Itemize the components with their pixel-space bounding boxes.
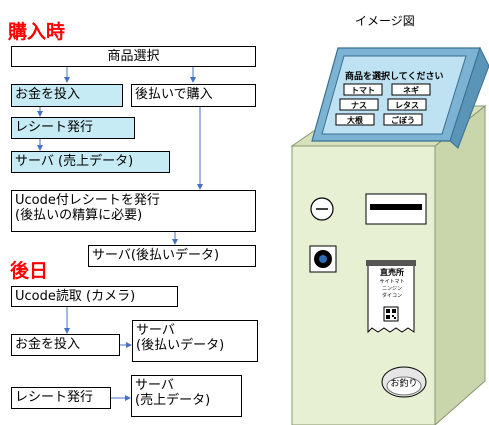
ucode-receipt-line1: Ucode付レシートを発行 xyxy=(15,193,160,208)
pay-cash-box: お金を投入 xyxy=(11,84,123,107)
later-server-sales-line2: (売上データ) xyxy=(135,393,211,408)
ucode-receipt-line2: (後払いの精算に必要) xyxy=(15,208,143,223)
item-button-0 xyxy=(343,83,383,96)
pay-later-box: 後払いで購入 xyxy=(131,84,256,107)
server-sales-box: サーバ (売上データ) xyxy=(11,151,170,173)
item-label-4[interactable]: 大根 xyxy=(347,116,363,125)
later-server-deferred-box: サーバ (後払いデータ) xyxy=(132,320,258,362)
item-button-2 xyxy=(339,98,379,111)
machine-caption: イメージ図 xyxy=(355,14,415,28)
receipt-title: 直売所 xyxy=(380,268,404,277)
receipt-line-1: ニンジン xyxy=(381,286,402,292)
receipt-box: レシート発行 xyxy=(11,117,135,139)
change-button-label[interactable]: お釣り xyxy=(390,379,418,389)
qr-code-icon xyxy=(383,306,399,322)
item-button-3 xyxy=(387,98,427,111)
ucode-read-box: Ucode読取 (カメラ) xyxy=(11,286,178,307)
item-label-0[interactable]: トマト xyxy=(351,86,375,95)
item-label-2[interactable]: ナス xyxy=(351,101,367,110)
display-side xyxy=(449,46,489,149)
receipt-lines: サイトマト ニンジン ダイコン xyxy=(372,279,412,300)
later-receipt-box: レシート発行 xyxy=(11,387,111,409)
later-server-sales-box: サーバ (売上データ) xyxy=(131,375,242,417)
later-heading: 後日 xyxy=(10,260,49,282)
item-label-1[interactable]: ネギ xyxy=(403,86,419,95)
vending-machine-illustration xyxy=(290,46,489,425)
receipt-line-0: サイトマト xyxy=(379,279,405,285)
product-select-box: 商品選択 xyxy=(11,46,256,67)
item-label-5[interactable]: ごぼう xyxy=(391,116,415,125)
item-buttons xyxy=(335,83,431,126)
item-button-1 xyxy=(391,83,431,96)
item-button-4 xyxy=(335,113,375,126)
ucode-receipt-box: Ucode付レシートを発行 (後払いの精算に必要) xyxy=(11,190,256,232)
receipt-paper xyxy=(367,263,415,334)
item-label-3[interactable]: レタス xyxy=(395,101,419,110)
screen-title: 商品を選択してください xyxy=(345,72,444,82)
purchase-heading: 購入時 xyxy=(8,21,66,43)
machine-side-panel xyxy=(434,104,486,425)
later-pay-cash-box: お金を投入 xyxy=(11,334,120,356)
receipt-line-2: ダイコン xyxy=(381,293,402,299)
later-server-deferred-line1: サーバ xyxy=(136,323,175,338)
later-server-sales-line1: サーバ xyxy=(135,378,174,393)
later-server-deferred-line2: (後払いデータ) xyxy=(136,338,225,353)
server-deferred-box: サーバ(後払いデータ) xyxy=(88,245,256,267)
item-button-5 xyxy=(383,113,423,126)
